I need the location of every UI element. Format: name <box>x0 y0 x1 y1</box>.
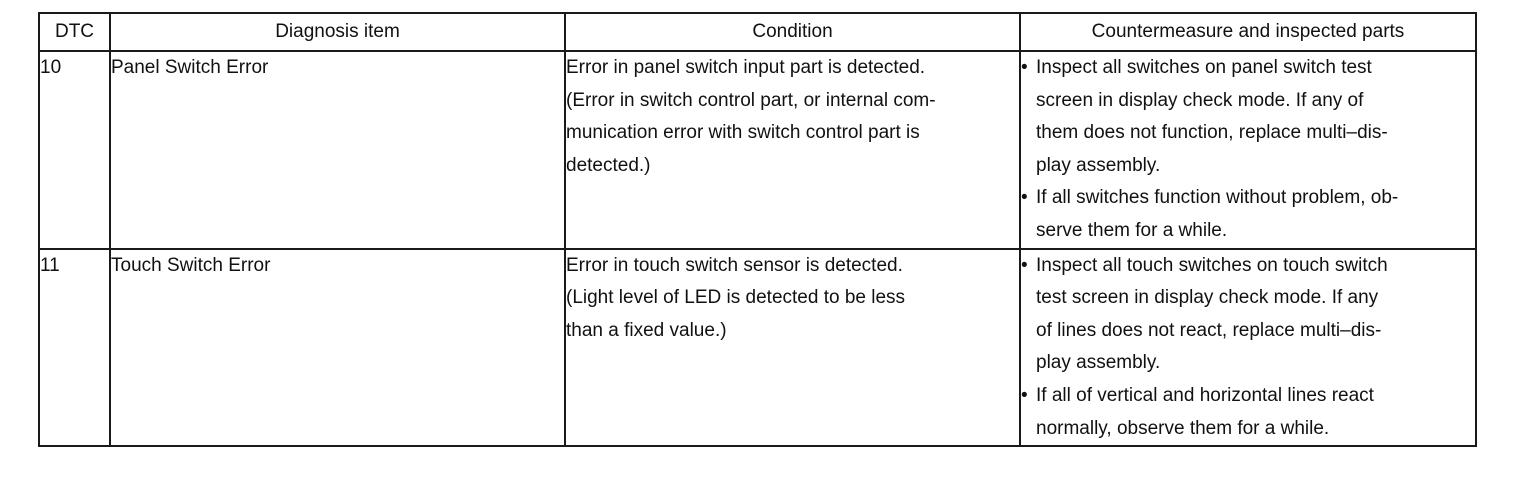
bullet-icon: • <box>1021 187 1028 209</box>
header-countermeasure: Countermeasure and inspected parts <box>1019 12 1477 52</box>
header-dtc: DTC <box>38 12 111 52</box>
condition-cell: Error in panel switch input part is dete… <box>564 50 1021 250</box>
countermeasure-item: • If all of vertical and horizontal line… <box>1021 380 1475 413</box>
countermeasure-line: If all of vertical and horizontal lines … <box>1036 384 1374 406</box>
condition-line: munication error with switch control par… <box>566 122 920 144</box>
condition-line: than a fixed value.) <box>566 319 727 341</box>
countermeasure-item: • Inspect all switches on panel switch t… <box>1021 52 1475 85</box>
condition-line: detected.) <box>566 154 651 176</box>
countermeasure-line: serve them for a while. <box>1036 219 1228 241</box>
condition-line: Error in touch switch sensor is detected… <box>566 254 903 276</box>
countermeasure-line: screen in display check mode. If any of <box>1036 89 1364 111</box>
bullet-icon: • <box>1021 384 1028 406</box>
countermeasure-line: play assembly. <box>1036 352 1161 374</box>
countermeasure-cell: • Inspect all touch switches on touch sw… <box>1019 247 1477 448</box>
table-header-row: DTC Diagnosis item Condition Countermeas… <box>38 12 1477 52</box>
countermeasure-line: of lines does not react, replace multi–d… <box>1036 319 1382 341</box>
countermeasure-line: If all switches function without problem… <box>1036 187 1399 209</box>
countermeasure-line: play assembly. <box>1036 154 1161 176</box>
countermeasure-line: test screen in display check mode. If an… <box>1036 287 1379 309</box>
countermeasure-cell: • Inspect all switches on panel switch t… <box>1019 50 1477 250</box>
bullet-icon: • <box>1021 57 1028 78</box>
countermeasure-item: • If all switches function without probl… <box>1021 182 1475 215</box>
countermeasure-item: • Inspect all touch switches on touch sw… <box>1021 250 1475 283</box>
diagnosis-item: Touch Switch Error <box>109 247 566 448</box>
table-row: 10 Panel Switch Error Error in panel swi… <box>38 50 1477 250</box>
diagnosis-table: DTC Diagnosis item Condition Countermeas… <box>38 12 1477 448</box>
diagnosis-item: Panel Switch Error <box>109 50 566 250</box>
condition-line: (Error in switch control part, or intern… <box>566 89 936 111</box>
header-diagnosis-item: Diagnosis item <box>109 12 566 52</box>
dtc-code: 10 <box>38 50 111 250</box>
table-row: 11 Touch Switch Error Error in touch swi… <box>38 247 1477 448</box>
condition-line: Error in panel switch input part is dete… <box>566 57 926 78</box>
condition-cell: Error in touch switch sensor is detected… <box>564 247 1021 448</box>
countermeasure-line: them does not function, replace multi–di… <box>1036 122 1388 144</box>
condition-line: (Light level of LED is detected to be le… <box>566 287 906 309</box>
countermeasure-line: Inspect all touch switches on touch swit… <box>1036 254 1388 276</box>
bullet-icon: • <box>1021 254 1028 276</box>
dtc-code: 11 <box>38 247 111 448</box>
countermeasure-line: Inspect all switches on panel switch tes… <box>1036 57 1372 78</box>
countermeasure-line: normally, observe them for a while. <box>1036 417 1330 439</box>
header-condition: Condition <box>564 12 1021 52</box>
